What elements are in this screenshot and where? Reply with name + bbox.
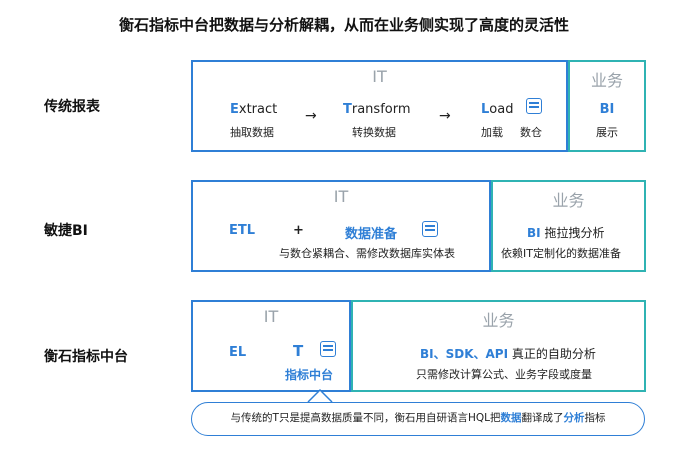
agile-bi-label: BI: [527, 226, 541, 240]
hengshi-bi-line: BI、SDK、API 真正的自助分析: [420, 345, 596, 362]
metric-platform-icon: [320, 341, 336, 357]
extract-rest: xtract: [238, 102, 278, 117]
agile-biz-box: 业务 BI 拖拉拽分析 依赖IT定制化的数据准备: [491, 180, 646, 272]
hengshi-modify-text: 只需修改计算公式、业务字段或度量: [416, 368, 592, 381]
agile-bi-desc: 拖拉拽分析: [544, 226, 605, 240]
row-label-agile: 敏捷BI: [44, 223, 88, 239]
hengshi-self-service: 真正的自助分析: [511, 347, 596, 361]
hengshi-it-header: IT: [263, 307, 279, 326]
traditional-biz-header: 业务: [590, 71, 623, 90]
extract-term: Extract: [230, 102, 277, 117]
arrow-transform-load: →: [439, 108, 451, 124]
transform-caption: 转换数据: [352, 126, 396, 139]
load-caption: 加载: [481, 126, 503, 139]
agile-biz-header: 业务: [552, 191, 585, 210]
transform-rest: ransform: [351, 102, 411, 117]
note-data-word: 数据: [500, 412, 522, 424]
load-term: Load: [481, 102, 513, 117]
transform-initial: T: [343, 102, 352, 117]
traditional-it-header: IT: [372, 67, 387, 86]
extract-caption: 抽取数据: [230, 126, 274, 139]
hengshi-bi-tags: BI、SDK、API: [420, 347, 509, 361]
agile-dependence-text: 依赖IT定制化的数据准备: [501, 247, 621, 260]
arrow-extract-transform: →: [305, 108, 317, 124]
agile-coupling-text: 与数仓紧耦合、需修改数据库实体表: [279, 247, 455, 260]
page-title: 衡石指标中台把数据与分析解耦，从而在业务侧实现了高度的灵活性: [118, 16, 569, 34]
agile-it-header: IT: [333, 187, 349, 206]
warehouse-caption: 数仓: [520, 126, 542, 139]
hengshi-biz-box: 业务 BI、SDK、API 真正的自助分析 只需修改计算公式、业务字段或度量: [351, 300, 646, 392]
plus-sign: +: [293, 223, 304, 238]
t-label: T: [293, 342, 304, 360]
data-prep-icon: [422, 221, 438, 237]
traditional-bi-label: BI: [599, 102, 615, 117]
traditional-biz-box: 业务 BI 展示: [568, 60, 646, 152]
note-part1: 与传统的T只是提高数据质量不同，衡石用自研语言HQL把: [230, 412, 501, 424]
row-label-traditional: 传统报表: [44, 99, 100, 115]
agile-it-box: IT ETL + 数据准备 与数仓紧耦合、需修改数据库实体表: [191, 180, 491, 272]
el-label: EL: [229, 345, 247, 360]
traditional-it-box: IT Extract 抽取数据 → Transform 转换数据 → Load …: [191, 60, 568, 152]
note-part2: 翻译成了: [521, 412, 564, 424]
etl-label: ETL: [229, 223, 256, 238]
load-rest: oad: [489, 102, 514, 117]
hengshi-biz-header: 业务: [482, 311, 515, 330]
traditional-bi-caption: 展示: [596, 126, 618, 139]
hengshi-it-box: IT EL T 指标中台: [191, 300, 351, 392]
extract-initial: E: [230, 102, 239, 117]
data-prep-label: 数据准备: [345, 227, 398, 242]
metric-platform-label: 指标中台: [285, 368, 334, 382]
bottom-note: 与传统的T只是提高数据质量不同，衡石用自研语言HQL把数据翻译成了分析指标: [191, 402, 645, 436]
agile-bi-line: BI 拖拉拽分析: [527, 224, 604, 241]
load-initial: L: [481, 102, 490, 117]
warehouse-icon: [526, 98, 542, 114]
transform-term: Transform: [343, 102, 411, 117]
note-analysis-word: 分析: [563, 412, 585, 424]
row-label-hengshi: 衡石指标中台: [44, 349, 128, 365]
note-part3: 指标: [584, 412, 606, 424]
